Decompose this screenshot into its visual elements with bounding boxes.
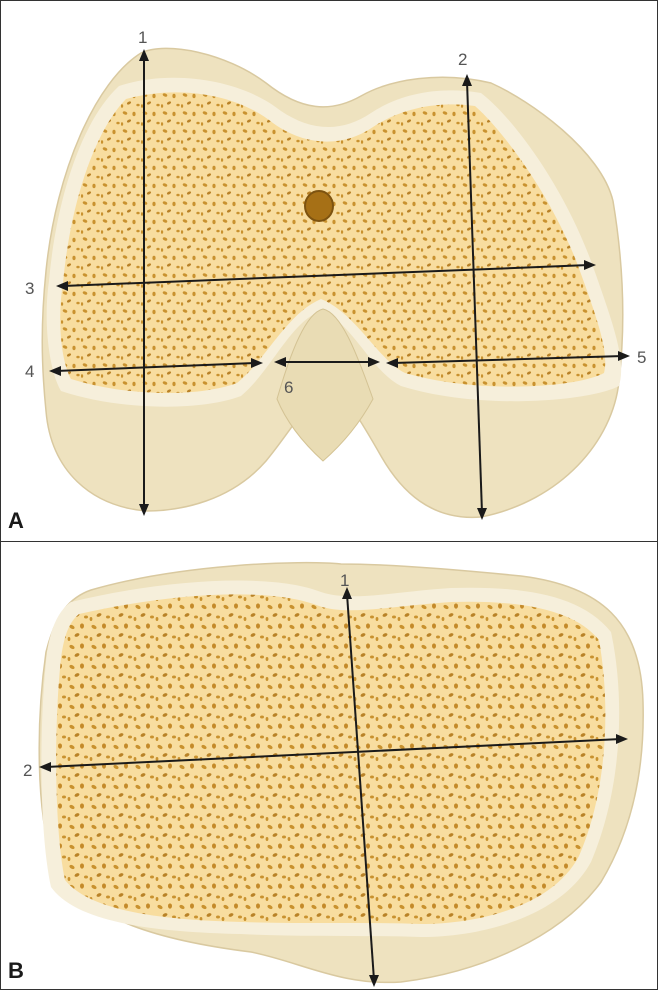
panel-a: 1 2 3 4 5 6 A — [0, 0, 658, 542]
measurement-label-6: 6 — [284, 378, 293, 397]
measurement-label-1: 1 — [138, 28, 147, 47]
tibia-cancellous-bone — [56, 594, 605, 924]
measurement-label-2: 2 — [23, 761, 32, 780]
measurement-label-3: 3 — [25, 279, 34, 298]
panel-b-letter: B — [8, 960, 24, 982]
femur-cross-section-drawing: 1 2 3 4 5 6 — [1, 1, 657, 541]
measurement-label-5: 5 — [637, 348, 646, 367]
measurement-label-4: 4 — [25, 362, 34, 381]
panel-a-letter: A — [8, 510, 24, 532]
measurement-label-2: 2 — [458, 50, 467, 69]
measurement-label-1: 1 — [340, 571, 349, 590]
foramen — [305, 191, 333, 221]
panel-b: 1 2 B — [0, 541, 658, 990]
tibia-cross-section-drawing: 1 2 — [1, 542, 657, 989]
